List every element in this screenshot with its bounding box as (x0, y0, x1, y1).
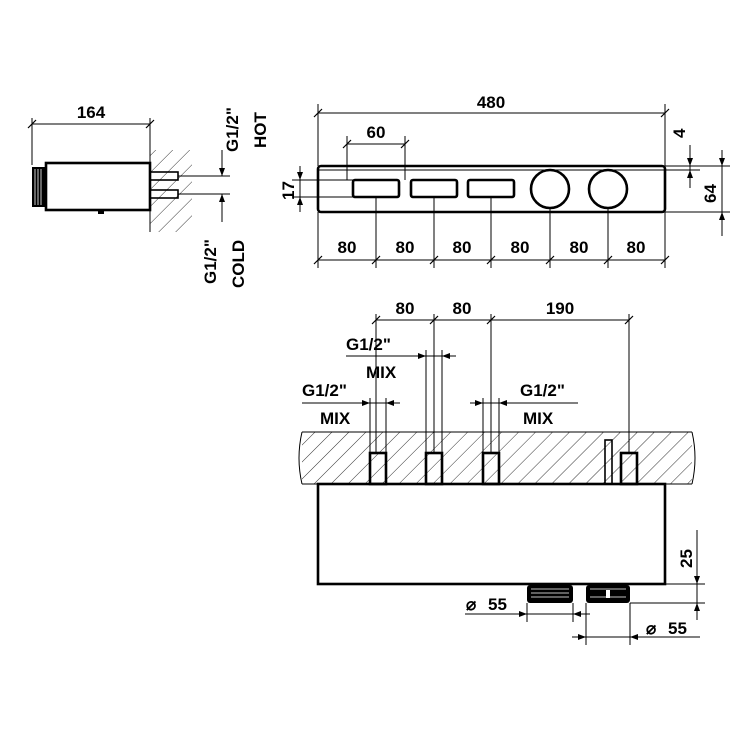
dim-rear-pitch-b: 80 (453, 299, 472, 318)
front-view: 480 60 17 4 64 (279, 93, 730, 268)
side-knob-grip (32, 167, 46, 207)
dim-height: 64 (701, 184, 720, 203)
top-knob-left (527, 585, 573, 603)
side-view: 164 G1/2" HOT G1/2" COLD (27, 103, 270, 288)
front-button-1 (351, 178, 401, 199)
cold-label: COLD (229, 240, 248, 288)
dim-total-width: 480 (477, 93, 505, 112)
top-body (316, 482, 667, 586)
dim-pitch-3: 80 (453, 238, 472, 257)
top-wall-section (302, 432, 692, 484)
dim-pitch-4: 80 (511, 238, 530, 257)
dim-pitch-5: 80 (570, 238, 589, 257)
dim-pitch-6: 80 (627, 238, 646, 257)
dim-button-height: 17 (279, 181, 298, 200)
cold-thread-label: G1/2" (201, 239, 220, 284)
dim-knob-diameter-left: 55 (488, 595, 507, 614)
mix-right-label: MIX (523, 409, 554, 428)
mix-left-thread-label: G1/2" (302, 381, 347, 400)
front-button-3 (466, 178, 516, 199)
dim-top-offset: 4 (670, 128, 689, 138)
dim-button-width: 60 (367, 123, 386, 142)
top-view: G1/2" MIX G1/2" MIX G1/2" MIX 80 80 190 … (298, 299, 705, 645)
side-body (44, 161, 152, 212)
mix-center-label: MIX (366, 363, 397, 382)
hot-thread-label: G1/2" (223, 107, 242, 152)
dim-pitch-1: 80 (338, 238, 357, 257)
mix-center-thread-label: G1/2" (346, 335, 391, 354)
diameter-symbol-left: ⌀ (466, 595, 477, 614)
front-knob-1 (529, 168, 571, 210)
hot-label: HOT (251, 112, 270, 149)
dim-knob-projection: 25 (677, 549, 696, 568)
wall-section (150, 150, 192, 232)
front-knob-2 (587, 168, 629, 210)
front-button-2 (409, 178, 459, 199)
diameter-symbol-right: ⌀ (646, 619, 657, 638)
dim-side-depth: 164 (77, 103, 106, 122)
mix-left-label: MIX (320, 409, 351, 428)
mix-right-thread-label: G1/2" (520, 381, 565, 400)
dim-rear-pitch-c: 190 (546, 299, 574, 318)
dim-pitch-2: 80 (396, 238, 415, 257)
dim-knob-diameter-right: 55 (668, 619, 687, 638)
dim-rear-pitch-a: 80 (396, 299, 415, 318)
